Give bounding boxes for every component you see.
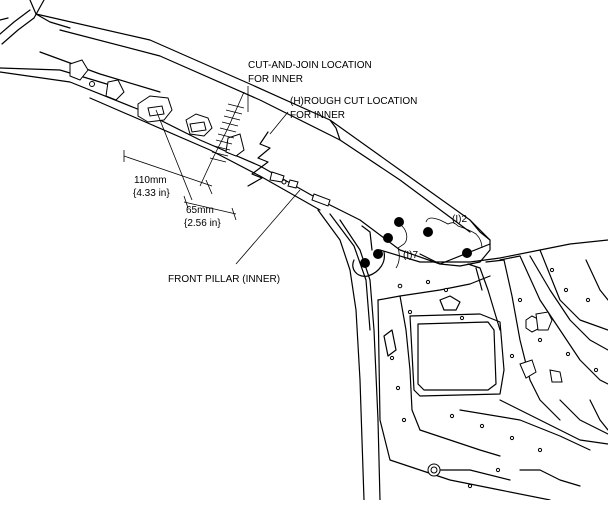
spot-welds — [360, 217, 472, 268]
rough-cut-label-2: FOR INNER — [290, 110, 345, 121]
dim-110-mm: 110mm — [134, 175, 167, 186]
rail-holes — [69, 59, 331, 207]
dimension-lines — [123, 109, 237, 221]
weld-bracket-2 — [425, 217, 483, 249]
weld-bracket-7 — [395, 225, 408, 269]
dim-65-in: {2.56 in} — [184, 218, 221, 229]
dim-110-in: {4.33 in} — [133, 188, 170, 199]
cut-join-label-2: FOR INNER — [248, 74, 303, 85]
panel-features — [389, 267, 599, 489]
weld-group-2-label: (I)2 — [452, 214, 467, 225]
rough-cut-label-1: (H)ROUGH CUT LOCATION — [290, 96, 417, 107]
weld-group-7-label: (I)7 — [403, 250, 418, 261]
leader-lines — [235, 86, 301, 265]
spot-weld — [394, 217, 404, 227]
spot-weld — [383, 233, 393, 243]
rough-cut-zigzag — [247, 131, 271, 187]
spot-weld — [423, 227, 433, 237]
roof-rail-panel — [0, 13, 491, 267]
cut-join-hatch — [199, 91, 245, 187]
body-side-inner — [377, 239, 608, 501]
bolt-icon — [525, 311, 553, 333]
spot-weld — [360, 258, 370, 268]
spot-weld — [373, 249, 383, 259]
roof-corner-lines — [0, 0, 121, 89]
nut-icon — [427, 463, 441, 477]
cut-join-label-1: CUT-AND-JOIN LOCATION — [248, 60, 372, 71]
clip-icon — [519, 359, 563, 383]
front-pillar-label: FRONT PILLAR (INNER) — [168, 274, 280, 285]
spot-weld — [462, 248, 472, 258]
dim-65-mm: 65mm — [186, 205, 214, 216]
